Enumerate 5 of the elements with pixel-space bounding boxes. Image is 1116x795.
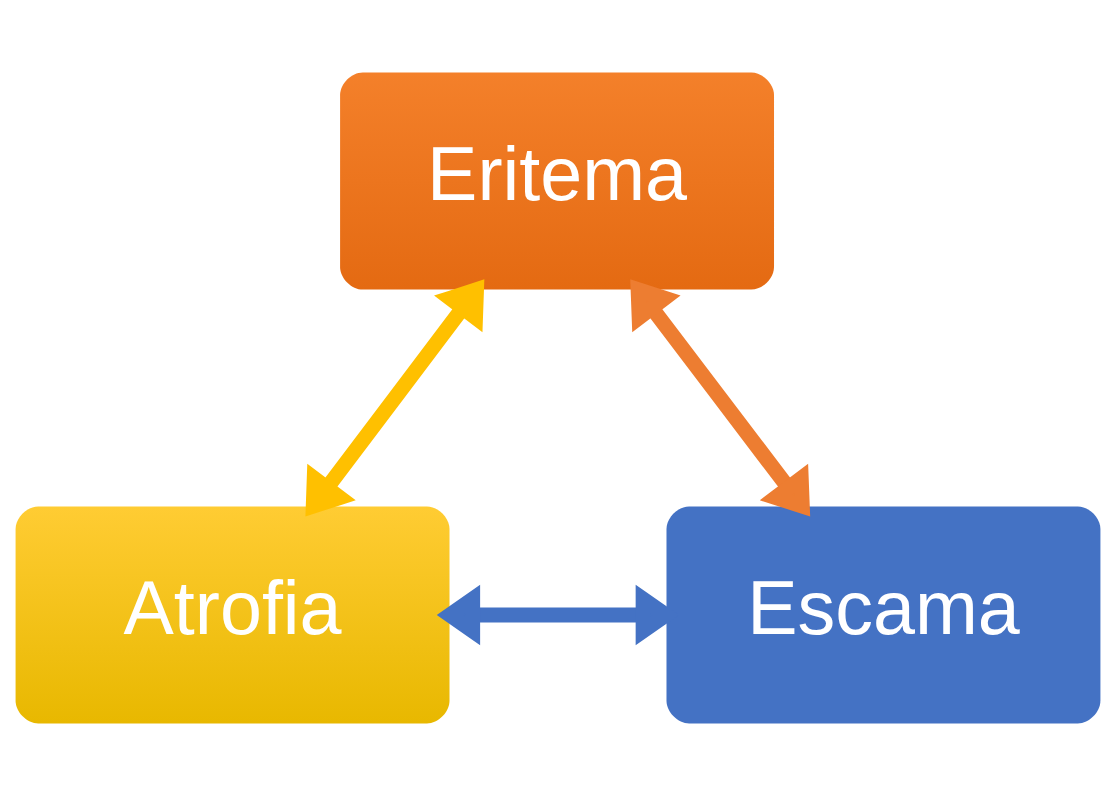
- node-box: Eritema: [340, 72, 775, 289]
- arrow: [630, 278, 811, 516]
- node-box: Escama: [666, 506, 1101, 723]
- arrow: [305, 278, 485, 516]
- node-box: Atrofia: [15, 506, 450, 723]
